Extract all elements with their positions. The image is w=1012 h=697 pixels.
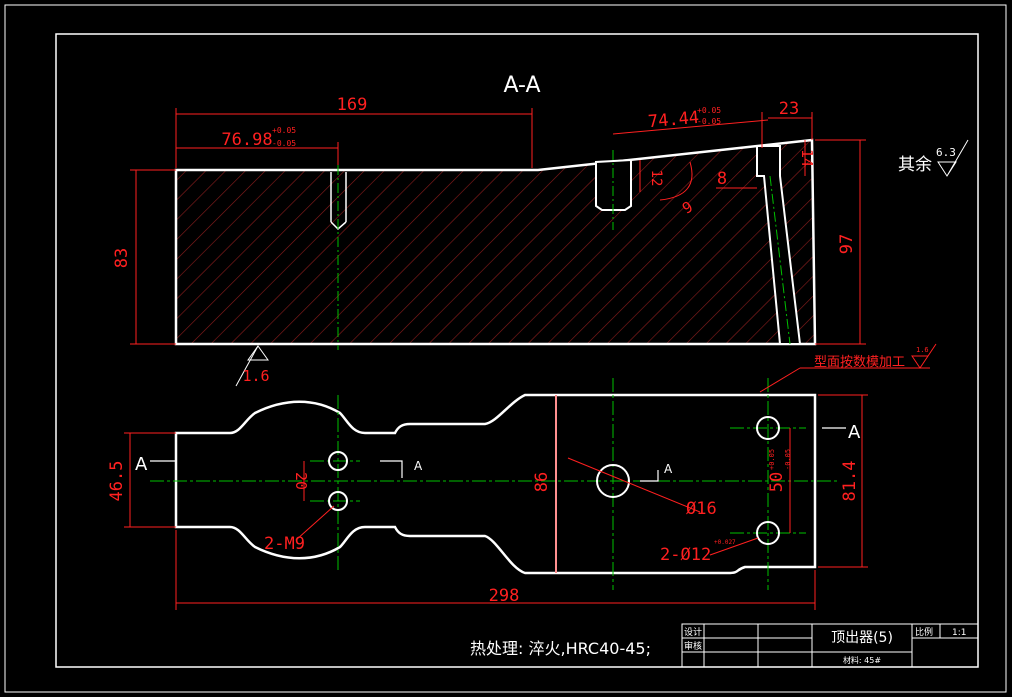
section-hatch (176, 140, 815, 344)
dim-phi12-tol: +0.027 (714, 539, 736, 546)
title-scale-value: 1:1 (952, 628, 966, 638)
dim-74-44-tol-dn: -0.05 (697, 117, 721, 126)
title-designer-label: 设计 (684, 626, 702, 638)
dim-14: 14 (798, 149, 816, 167)
section-marker-left: A (135, 454, 148, 475)
phi12-hole-top (756, 416, 780, 440)
roughness-symbol-base (235, 345, 269, 387)
dim-76-98: 76.98 (221, 130, 272, 150)
title-part-name: 顶出器(5) (831, 630, 893, 646)
roughness-base-value: 1.6 (242, 367, 269, 385)
dim-20: 20 (292, 472, 310, 490)
inner-border (55, 33, 979, 668)
cnc-note: 型面按数模加工 (814, 355, 905, 370)
cnc-roughness-symbol (911, 343, 937, 369)
dim-74-44: 74.44 (647, 108, 700, 132)
dim-8: 8 (717, 169, 727, 189)
dim-46-5: 46.5 (107, 461, 127, 502)
roughness-other-label: 其余 (898, 155, 932, 175)
dim-50: 50 (767, 472, 787, 492)
section-outline (174, 138, 817, 346)
section-view: A-A (112, 73, 866, 387)
section-title: A-A (503, 73, 540, 98)
m9-hole-bottom (328, 491, 348, 511)
title-checker-label: 审核 (684, 640, 702, 652)
title-scale-label: 比例 (915, 626, 933, 638)
dim-169: 169 (337, 95, 368, 115)
roughness-other-value: 6.3 (936, 146, 956, 159)
dim-12: 12 (648, 170, 664, 187)
outer-border (4, 4, 1007, 693)
section-marker-m9: A (414, 459, 423, 473)
section-marker-phi16: A (664, 462, 673, 476)
title-material: 材料: 45# (843, 655, 881, 665)
heat-treatment-note: 热处理: 淬火,HRC40-45; (470, 639, 651, 658)
dim-50-tol-dn: -0.05 (784, 449, 792, 470)
phi16-hole (596, 464, 630, 498)
dim-81-4: 81.4 (840, 461, 860, 502)
dim-50-tol-up: +0.05 (768, 449, 776, 470)
m9-hole-top (328, 451, 348, 471)
roughness-other-symbol (937, 139, 969, 177)
dim-2-phi12: 2-Ø12 (660, 545, 711, 565)
dim-phi16: Ø16 (686, 499, 717, 519)
dim-23: 23 (779, 99, 799, 119)
dim-86: 86 (532, 472, 552, 492)
part-outline-plan (174, 393, 817, 575)
section-marker-right: A (848, 422, 861, 443)
plan-view: A A A A 298 46.5 20 86 50 +0. (107, 343, 937, 610)
dim-76-98-tol-dn: -0.05 (272, 139, 296, 148)
dim-83: 83 (112, 248, 132, 268)
dim-2-m9: 2-M9 (264, 534, 305, 554)
counterbore-hole (595, 158, 632, 211)
dim-298: 298 (489, 586, 520, 606)
dim-76-98-tol-up: +0.05 (272, 126, 296, 135)
dim-97: 97 (837, 234, 857, 254)
cnc-roughness-value: 1.6 (916, 346, 929, 354)
dim-74-44-tol-up: +0.05 (697, 106, 721, 115)
title-block (681, 623, 979, 668)
phi12-hole-bottom (756, 521, 780, 545)
